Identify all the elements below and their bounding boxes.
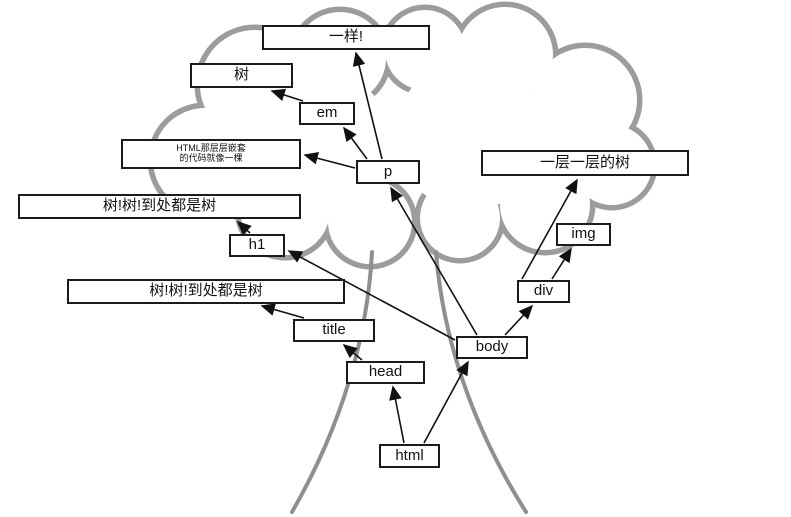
arrow-div-to-layered [521, 178, 578, 280]
arrow-title-to-text [260, 303, 305, 319]
node-head: head [346, 361, 425, 384]
arrow-head-to-title [342, 343, 363, 361]
node-p: p [356, 160, 420, 184]
arrow-html-to-head [389, 385, 405, 444]
caption-line-2: 的代码就像一棵 [179, 153, 243, 163]
node-title: title [293, 319, 375, 342]
arrow-body-to-div [504, 304, 534, 336]
caption-line-1: HTML那层层嵌套 [176, 143, 246, 154]
node-caption: HTML那层层嵌套 的代码就像一棵 [121, 139, 301, 169]
arrow-html-to-body [423, 360, 469, 444]
node-exclaim-text: 一样! [262, 25, 430, 50]
node-body: body [456, 336, 528, 359]
node-layered-tree-text: 一层一层的树 [481, 150, 689, 176]
node-title-text: 树!树!到处都是树 [67, 279, 345, 304]
arrow-em-to-tree [270, 88, 304, 102]
arrow-p-to-exclaim [352, 51, 383, 160]
arrow-h1-to-text [236, 220, 252, 236]
cloud-fill [153, 7, 652, 264]
arrow-p-to-em [343, 126, 368, 160]
node-tree-word: 树 [190, 63, 293, 88]
arrow-body-to-h1 [287, 250, 456, 341]
node-img: img [556, 223, 611, 246]
node-div: div [517, 280, 570, 303]
node-html: html [379, 444, 440, 468]
node-em: em [299, 102, 355, 125]
arrow-div-to-img [551, 247, 572, 280]
arrow-body-to-p [390, 186, 478, 336]
node-h1-text: 树!树!到处都是树 [18, 194, 301, 219]
edges [236, 51, 578, 444]
node-h1: h1 [229, 234, 285, 257]
arrow-p-to-caption [303, 152, 356, 169]
